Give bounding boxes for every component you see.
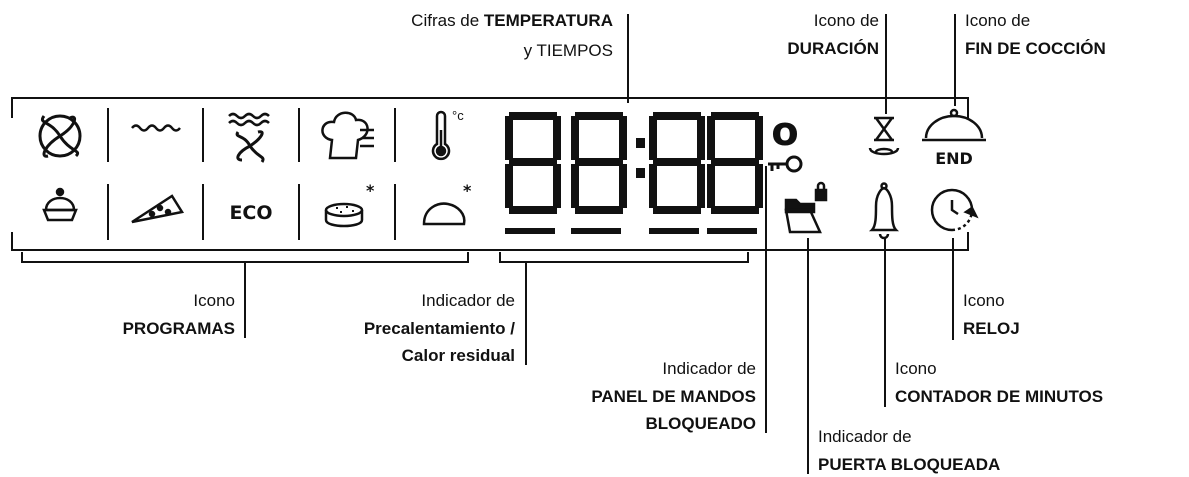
label-fin-line2: FIN DE COCCIÓN [965, 39, 1106, 58]
label-programas-line1: Icono [193, 291, 235, 310]
label-duracion-line1: Icono de [813, 11, 879, 30]
icon-grid-separators [107, 108, 396, 240]
clock-icon [930, 188, 979, 232]
digit-1 [505, 112, 561, 214]
svg-text:*: * [463, 181, 472, 200]
bell-icon [868, 182, 900, 240]
label-puerta: Indicador de PUERTA BLOQUEADA [818, 426, 1000, 476]
label-programas: Icono PROGRAMAS [123, 290, 235, 340]
svg-text:*: * [366, 181, 375, 200]
key-icon [768, 155, 803, 173]
label-puerta-line1: Indicador de [818, 427, 912, 446]
label-reloj-line1: Icono [963, 291, 1005, 310]
colon-bottom [636, 168, 645, 178]
label-precalentamiento: Indicador de Precalentamiento / Calor re… [364, 290, 515, 367]
gratin-icon: * [324, 181, 375, 228]
digit-2 [571, 112, 627, 214]
fan-icon [38, 114, 82, 158]
hourglass-icon [868, 116, 900, 156]
label-temperatura-line1: Cifras de [411, 11, 484, 30]
degree-symbol: o [771, 109, 798, 155]
thermometer-icon [431, 110, 451, 161]
label-reloj-line2: RELOJ [963, 319, 1020, 338]
chef-hat-icon [321, 111, 374, 160]
preheat-bars [505, 228, 757, 234]
label-panel-line1: Indicador de [662, 359, 756, 378]
label-duracion: Icono de DURACIÓN [787, 10, 879, 60]
label-precalentamiento-line3: Calor residual [401, 346, 515, 365]
label-puerta-line2: PUERTA BLOQUEADA [818, 455, 1001, 474]
label-reloj: Icono RELOJ [963, 290, 1020, 340]
display-frame [11, 97, 969, 251]
label-panel-line2: PANEL DE MANDOS [591, 387, 756, 406]
leader-lines [21, 14, 956, 474]
label-fin-line1: Icono de [965, 11, 1031, 30]
door-lock-icon [784, 181, 828, 234]
degree-c-mark: °c [452, 108, 464, 123]
label-duracion-line2: DURACIÓN [787, 39, 879, 58]
seven-segment-digits [505, 112, 763, 214]
cake-icon [42, 187, 78, 222]
bottom-heat-icon [131, 124, 181, 132]
digit-4 [707, 112, 763, 214]
label-panel-bloqueado: Indicador de PANEL DE MANDOS BLOQUEADO [591, 358, 756, 435]
eco-icon: ECO [229, 202, 272, 224]
label-temperatura-line2: y TIEMPOS [523, 41, 613, 60]
label-fin: Icono de FIN DE COCCIÓN [965, 10, 1106, 60]
bread-icon: * [422, 181, 472, 226]
label-panel-line3: BLOQUEADO [645, 414, 757, 433]
end-cooking-icon [922, 108, 986, 142]
end-label: END [935, 149, 973, 168]
label-contador-line2: CONTADOR DE MINUTOS [895, 387, 1104, 406]
label-precalentamiento-line2: Precalentamiento / [363, 319, 515, 338]
pizza-icon [131, 194, 185, 224]
label-precalentamiento-line1: Indicador de [421, 291, 515, 310]
fan-heat-icon [228, 112, 270, 163]
digit-3 [649, 112, 705, 214]
label-temperatura: Cifras de TEMPERATURA y TIEMPOS [411, 10, 613, 62]
colon-top [636, 138, 645, 148]
label-temperatura-bold: TEMPERATURA [483, 11, 613, 30]
label-contador-line1: Icono [895, 359, 937, 378]
label-contador: Icono CONTADOR DE MINUTOS [895, 358, 1103, 408]
label-programas-line2: PROGRAMAS [122, 319, 235, 338]
